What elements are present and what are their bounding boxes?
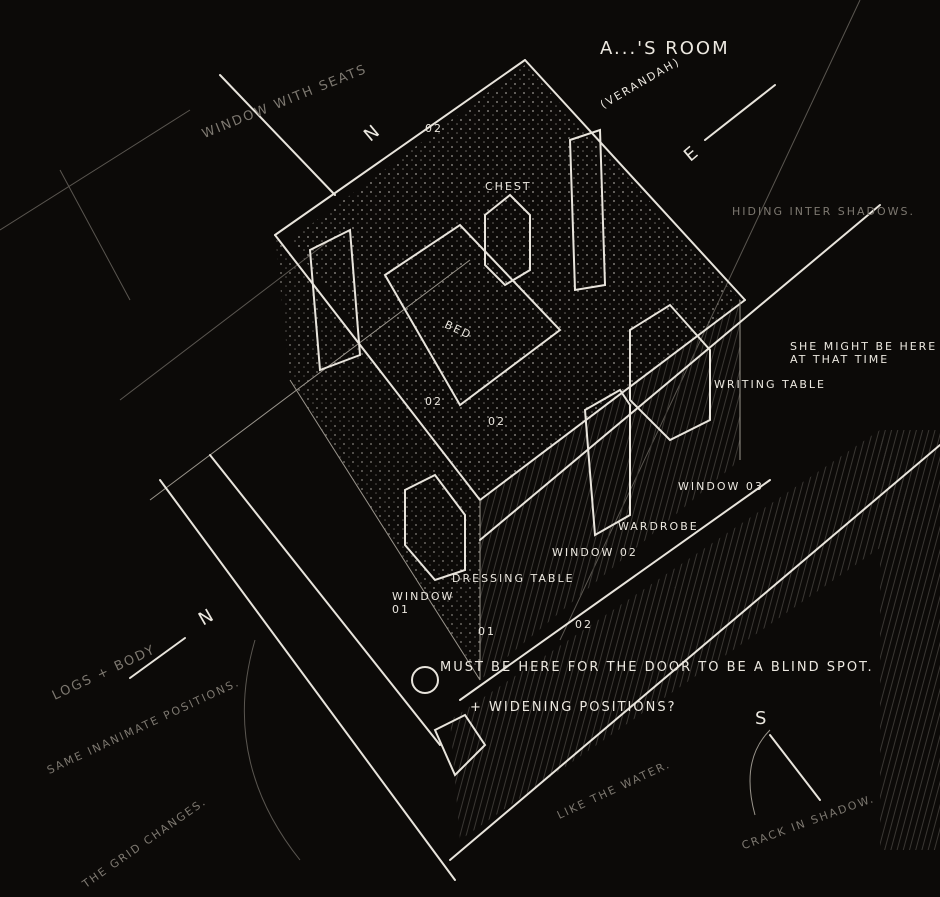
label-room-title: A...'S ROOM (600, 38, 730, 59)
label-window-01: WINDOW 01 (392, 590, 455, 616)
label-num-01: 01 (478, 625, 496, 638)
label-wardrobe: WARDROBE (618, 520, 699, 533)
label-she-might: SHE MIGHT BE HERE AT THAT TIME (790, 340, 938, 366)
label-widening: + WIDENING POSITIONS? (470, 700, 677, 715)
label-num-02d: 02 (575, 618, 593, 631)
label-num-02b: 02 (425, 395, 443, 408)
label-dressing-table: DRESSING TABLE (452, 572, 575, 585)
label-south: S (755, 708, 769, 729)
label-window-03: WINDOW 03 (678, 480, 764, 493)
label-chest: CHEST (485, 180, 532, 193)
label-window-02: WINDOW 02 (552, 546, 638, 559)
arrows (129, 74, 821, 816)
label-num-02a: 02 (425, 122, 443, 135)
furniture (159, 128, 711, 881)
faint-construction-lines (0, 0, 940, 861)
label-blind-spot: MUST BE HERE FOR THE DOOR TO BE A BLIND … (440, 660, 874, 675)
label-hiding-shadows: HIDING INTER SHADOWS. (732, 205, 916, 218)
label-writing-table: WRITING TABLE (714, 378, 826, 391)
label-num-02c: 02 (488, 415, 506, 428)
